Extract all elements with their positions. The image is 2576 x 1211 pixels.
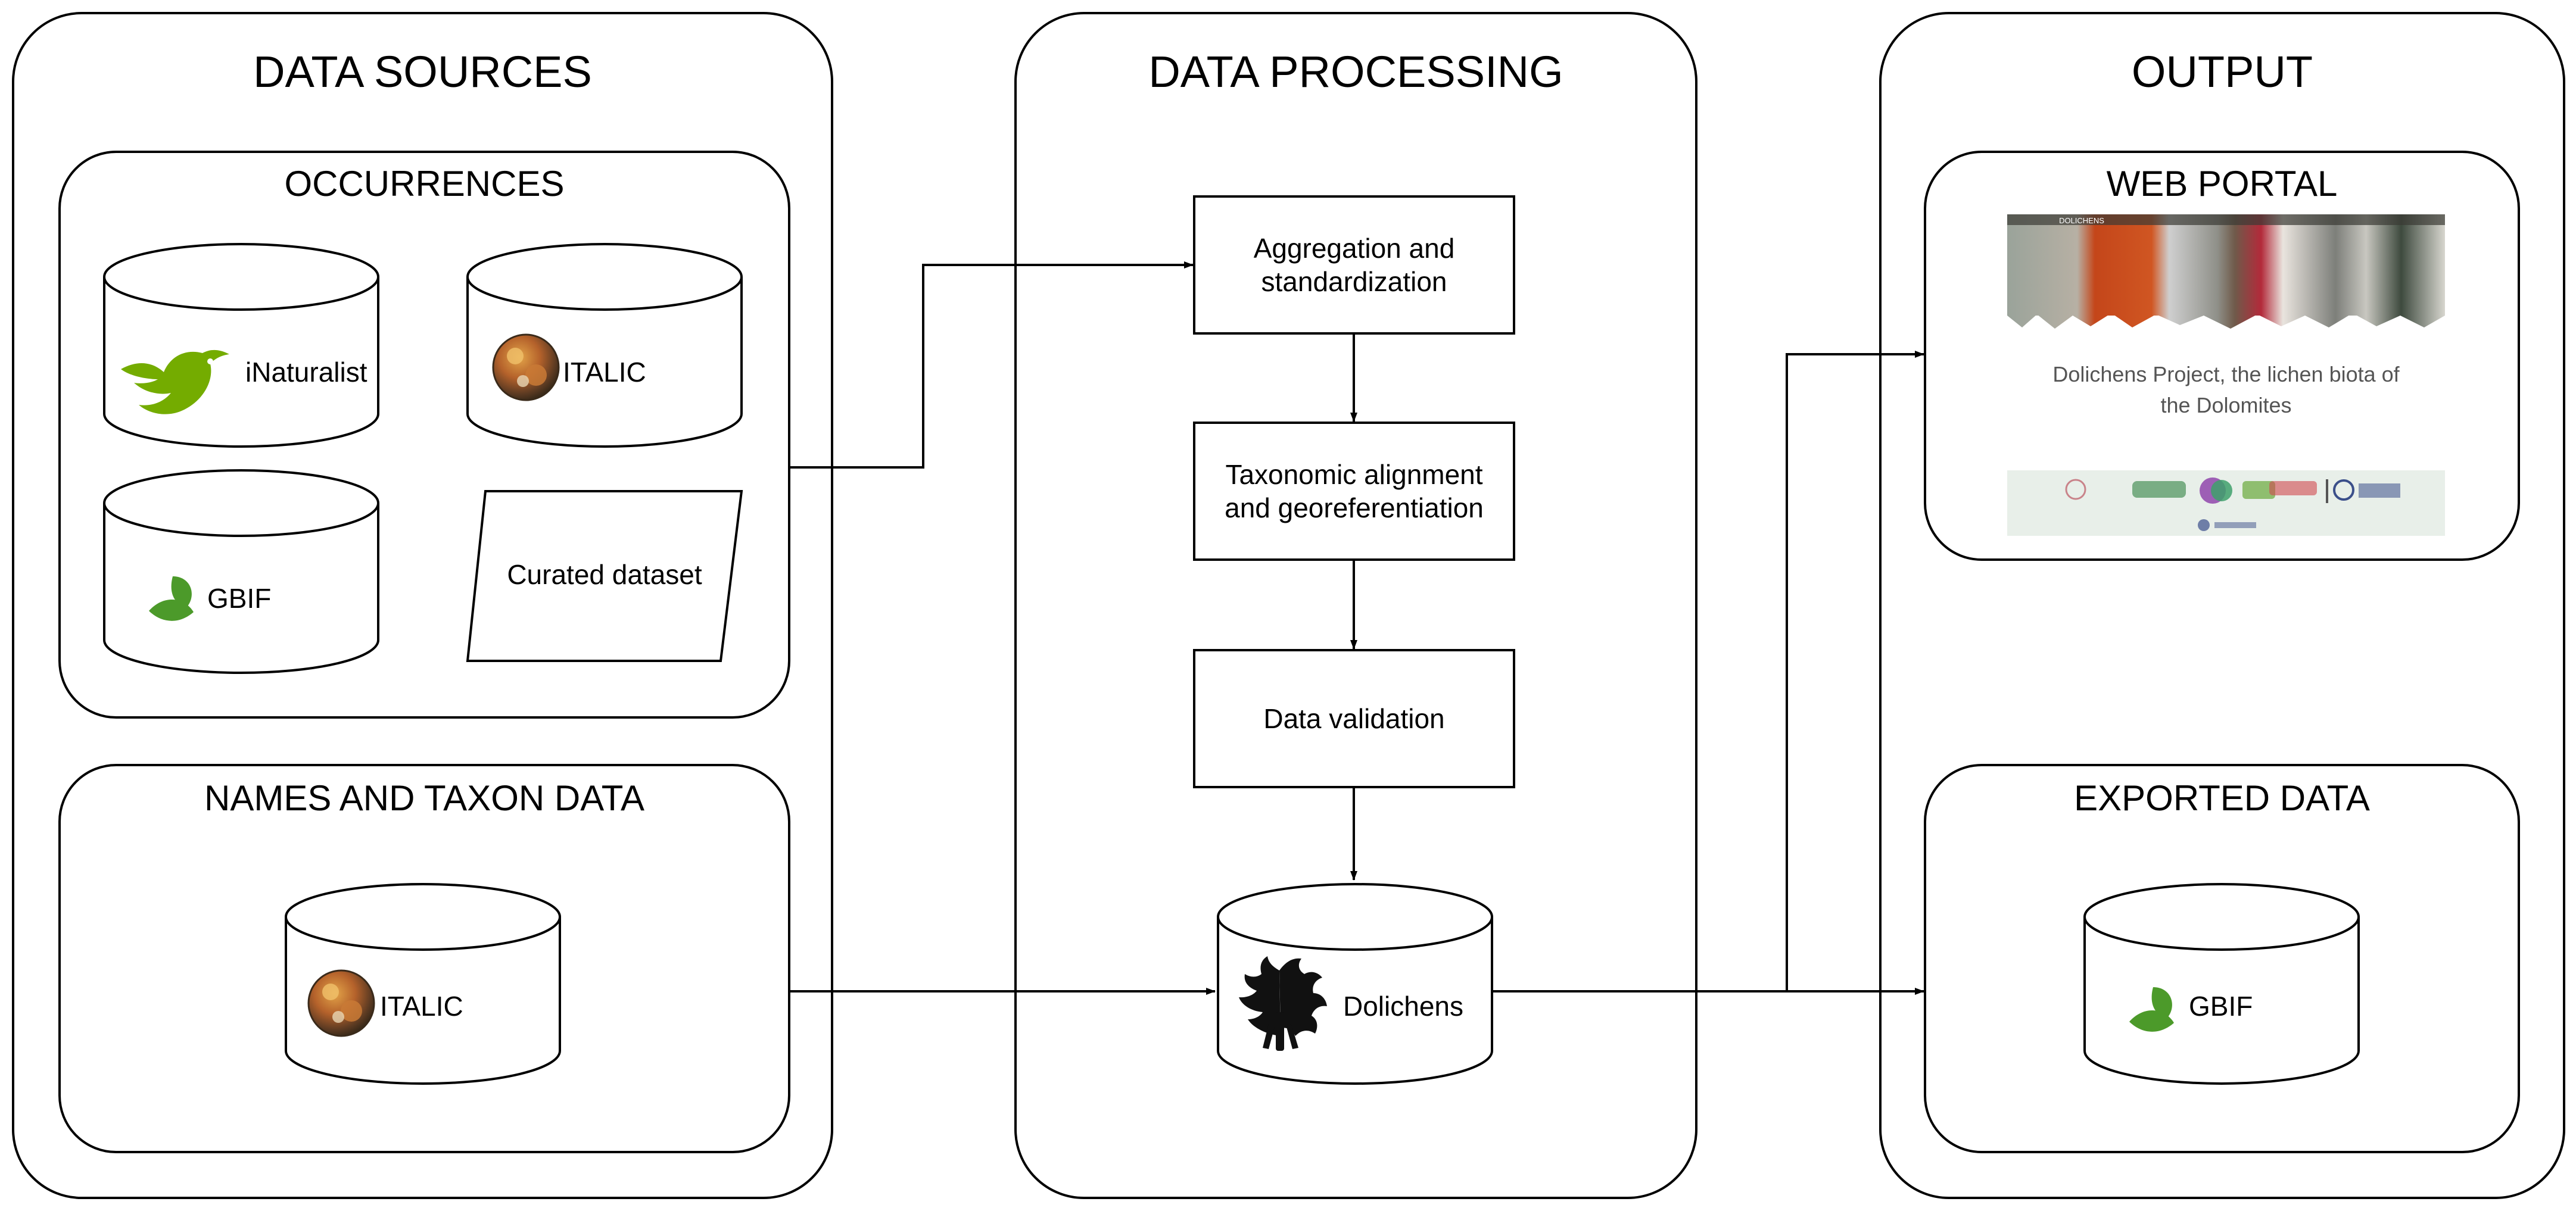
gbif-export-database: [2083, 883, 2360, 1085]
gbif-export-label: GBIF: [2189, 991, 2253, 1022]
names-taxon-title: NAMES AND TAXON DATA: [204, 778, 644, 818]
arrow-occurrences-to-aggregation: [789, 261, 1194, 469]
curated-dataset-label: Curated dataset: [507, 558, 702, 590]
italic-names-database: [285, 883, 561, 1085]
aggregation-step: [1193, 195, 1515, 335]
data-validation-label: Data validation: [1263, 703, 1445, 734]
taxonomic-alignment-label: Taxonomic alignment and georeferentiatio…: [1225, 458, 1484, 523]
arrow-dolichens-to-web-portal: [1786, 351, 1924, 991]
inaturalist-label: iNaturalist: [245, 357, 367, 388]
data-sources-title: DATA SOURCES: [253, 46, 592, 96]
names-taxon-section: [58, 764, 790, 1153]
web-portal-screenshot: [2007, 214, 2445, 536]
data-sources-column: [12, 12, 833, 1199]
gbif-leaf-icon: [149, 576, 194, 621]
gbif-database: [103, 469, 379, 674]
italic-names-label: ITALIC: [380, 991, 463, 1022]
inaturalist-bird-icon: [121, 349, 229, 414]
inaturalist-database: [103, 243, 379, 448]
italic-label: ITALIC: [563, 357, 646, 388]
output-title: OUTPUT: [2131, 46, 2313, 96]
occurrences-title: OCCURRENCES: [284, 163, 565, 204]
italic-lichen-icon: [492, 333, 560, 401]
lichen-silhouette-icon: [1239, 956, 1327, 1051]
exported-data-title: EXPORTED DATA: [2074, 778, 2370, 818]
taxonomic-alignment-step: [1193, 422, 1515, 561]
curated-dataset-shape: [466, 490, 743, 662]
web-portal-section: [1924, 151, 2520, 561]
italic-database: [466, 243, 743, 448]
dolichens-database: [1217, 883, 1493, 1085]
data-validation-step: [1193, 649, 1515, 788]
web-portal-brand: DOLICHENS: [2059, 216, 2104, 225]
web-portal-caption: Dolichens Project, the lichen biota of t…: [2052, 361, 2400, 417]
exported-data-section: [1924, 764, 2520, 1153]
output-column: [1879, 12, 2565, 1199]
web-portal-title: WEB PORTAL: [2106, 163, 2338, 204]
italic-lichen-icon: [307, 969, 375, 1037]
data-processing-title: DATA PROCESSING: [1148, 46, 1563, 96]
data-processing-column: [1014, 12, 1697, 1199]
gbif-label: GBIF: [207, 583, 272, 614]
dolichens-label: Dolichens: [1343, 991, 1463, 1022]
occurrences-section: [58, 151, 790, 719]
aggregation-label: Aggregation and standardization: [1253, 232, 1455, 297]
gbif-leaf-icon: [2129, 987, 2174, 1032]
